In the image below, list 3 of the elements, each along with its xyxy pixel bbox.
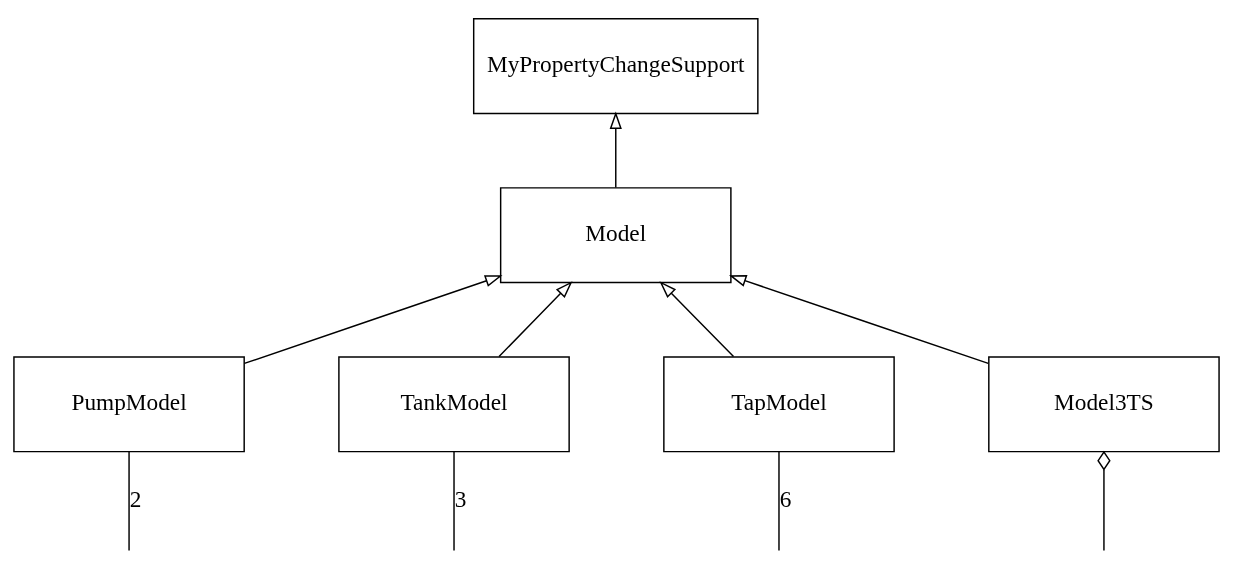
edge-label: 6 — [779, 485, 792, 512]
edge-label: 3 — [454, 485, 467, 512]
edge-label: 2 — [129, 485, 142, 512]
